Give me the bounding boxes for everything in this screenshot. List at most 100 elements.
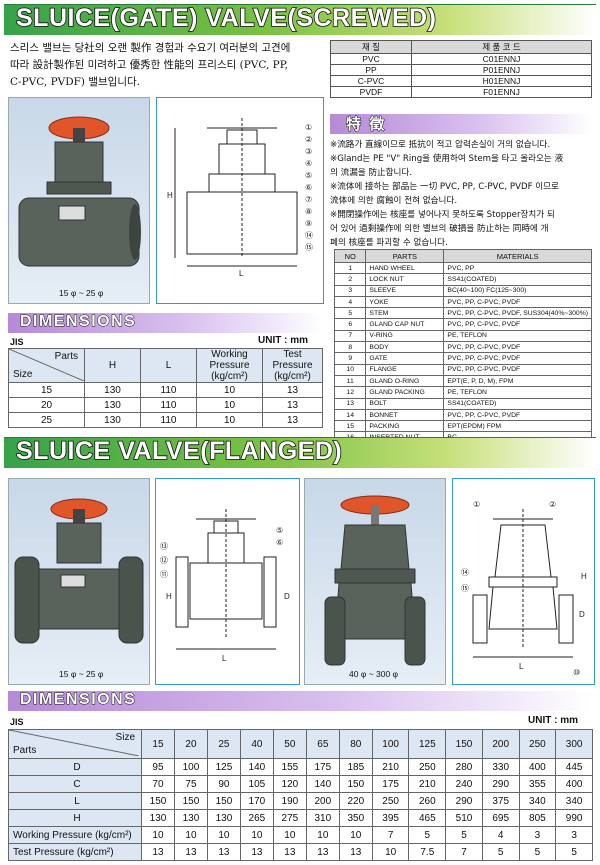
part-no: 2 (333, 273, 367, 286)
dim2-cell: 150 (141, 792, 175, 810)
svg-text:⑥: ⑥ (305, 183, 312, 192)
svg-text:L: L (239, 269, 244, 278)
dim2-cell: 125 (206, 758, 241, 776)
dim2-cell: 140 (239, 758, 274, 776)
dim2-size: 20 (173, 729, 208, 759)
code-material: PP (330, 64, 412, 76)
dim2-cell: 10 (272, 826, 307, 844)
dim2-cell: 13 (305, 843, 340, 861)
svg-text:⑬: ⑬ (160, 542, 168, 551)
code-header-code: 제 품 코 드 (411, 40, 592, 54)
corner-diagonal (9, 730, 139, 756)
features-list: ※流路가 直線이므로 抵抗이 적고 압력손실이 거의 없습니다. ※Gland는… (330, 138, 592, 250)
dim2-cell: 210 (371, 758, 410, 776)
dim1-corner: Parts Size (8, 348, 85, 383)
dim1-cell: 130 (84, 412, 141, 428)
part-material: BC(40~100) FC(125~300) (443, 284, 592, 297)
dim2-cell: 340 (555, 792, 593, 810)
svg-text:⑥: ⑥ (276, 538, 283, 547)
dim2-cell: 140 (305, 775, 340, 793)
dim1-cell: 10 (196, 382, 263, 398)
screwed-dimensions-table: Parts Size H L Working Pressure (kg/cm²)… (8, 348, 323, 428)
part-no: 15 (333, 420, 367, 433)
dim2-cell: 150 (338, 775, 373, 793)
svg-text:⑤: ⑤ (305, 171, 312, 180)
part-material: PVC, PP, C-PVC, PVDF (443, 318, 592, 331)
part-name: YOKE (365, 295, 445, 309)
dim2-size: 200 (481, 729, 520, 759)
intro-line: C-PVC, PVDF) 밸브입니다. (10, 76, 140, 88)
svg-text:⑦: ⑦ (305, 195, 312, 204)
part-material: PVC, PP, C-PVC, PVDF (443, 363, 592, 376)
part-name: PACKING (365, 420, 445, 433)
dim2-cell: 340 (518, 792, 557, 810)
feature-line: ※Gland는 PE "V" Ring을 使用하여 Stem을 타고 올라오는 … (330, 154, 564, 164)
part-material: PVC, PP, C-PVC, PVDF (443, 341, 592, 354)
dim2-cell: 13 (239, 843, 274, 861)
dim2-cell: 175 (305, 758, 340, 776)
svg-text:⑧: ⑧ (305, 207, 312, 216)
part-no: 11 (333, 374, 367, 388)
part-material: PVC, PP, C-PVC, PVDF, SUS304(40%~300%) (443, 307, 592, 320)
dim1-header-test: Test Pressure (kg/cm²) (262, 348, 323, 383)
svg-text:⑨: ⑨ (305, 219, 312, 228)
dim2-size: 250 (518, 729, 557, 759)
dim2-cell: 695 (481, 809, 520, 827)
dim2-cell: 90 (206, 775, 241, 793)
flanged-large-caption: 40 φ ~ 300 φ (349, 669, 399, 679)
dim2-cell: 10 (173, 826, 208, 844)
dim2-cell: 95 (141, 758, 175, 776)
parts-header-no: NO (333, 249, 367, 263)
dim2-cell: 3 (555, 826, 593, 844)
corner-diagonal (9, 349, 84, 381)
dim1-cell: 25 (8, 412, 85, 428)
screwed-valve-photo: 15 φ ~ 25 φ (8, 97, 150, 304)
part-name: BONNET (365, 408, 445, 422)
dim2-cell: 250 (408, 758, 447, 776)
svg-text:D: D (579, 610, 585, 619)
dim2-cell: 120 (272, 775, 307, 793)
intro-line: 따라 設計製作된 미려하고 優秀한 性能의 프리스티 (PVC, PP, (10, 59, 289, 71)
dim2-cell: 805 (518, 809, 557, 827)
dim2-corner: Size Parts (8, 729, 142, 759)
code-material: PVDF (330, 86, 412, 98)
dimensions-bar-flanged (8, 691, 593, 711)
flanged-banner (4, 437, 596, 468)
dim2-cell: 250 (371, 792, 410, 810)
part-material: PVC, PP, C-PVC, PVDF (443, 352, 592, 365)
dim2-cell: 4 (481, 826, 520, 844)
dim2-cell: 290 (445, 792, 483, 810)
part-no: 6 (333, 318, 367, 331)
screwed-title: SLUICE(GATE) VALVE(SCREWED) (15, 3, 437, 33)
svg-text:①: ① (305, 123, 312, 132)
flanged-dimensions-table: Size Parts 15 20 25 40 50 65 80 100 125 … (8, 729, 593, 861)
code-value: H01ENNJ (411, 75, 592, 87)
dim2-cell: 200 (305, 792, 340, 810)
dim2-cell: 260 (408, 792, 447, 810)
dim1-cell: 10 (196, 412, 263, 428)
dimensions-title-screwed: DIMENSIONS (19, 313, 137, 331)
feature-line: ※流体에 接하는 部品는 一切 PVC, PP, C-PVC, PVDF 이므로 (330, 182, 559, 192)
part-name: GATE (365, 352, 445, 365)
parts-header-parts: PARTS (365, 249, 445, 263)
dim2-cell: 170 (239, 792, 274, 810)
dim2-size: 25 (206, 729, 241, 759)
dim2-cell: 510 (445, 809, 483, 827)
dim2-cell: 130 (206, 809, 241, 827)
dim2-cell: 150 (206, 792, 241, 810)
dim2-size: 15 (141, 729, 175, 759)
code-value: P01ENNJ (411, 64, 592, 76)
svg-text:⑭: ⑭ (461, 568, 469, 577)
